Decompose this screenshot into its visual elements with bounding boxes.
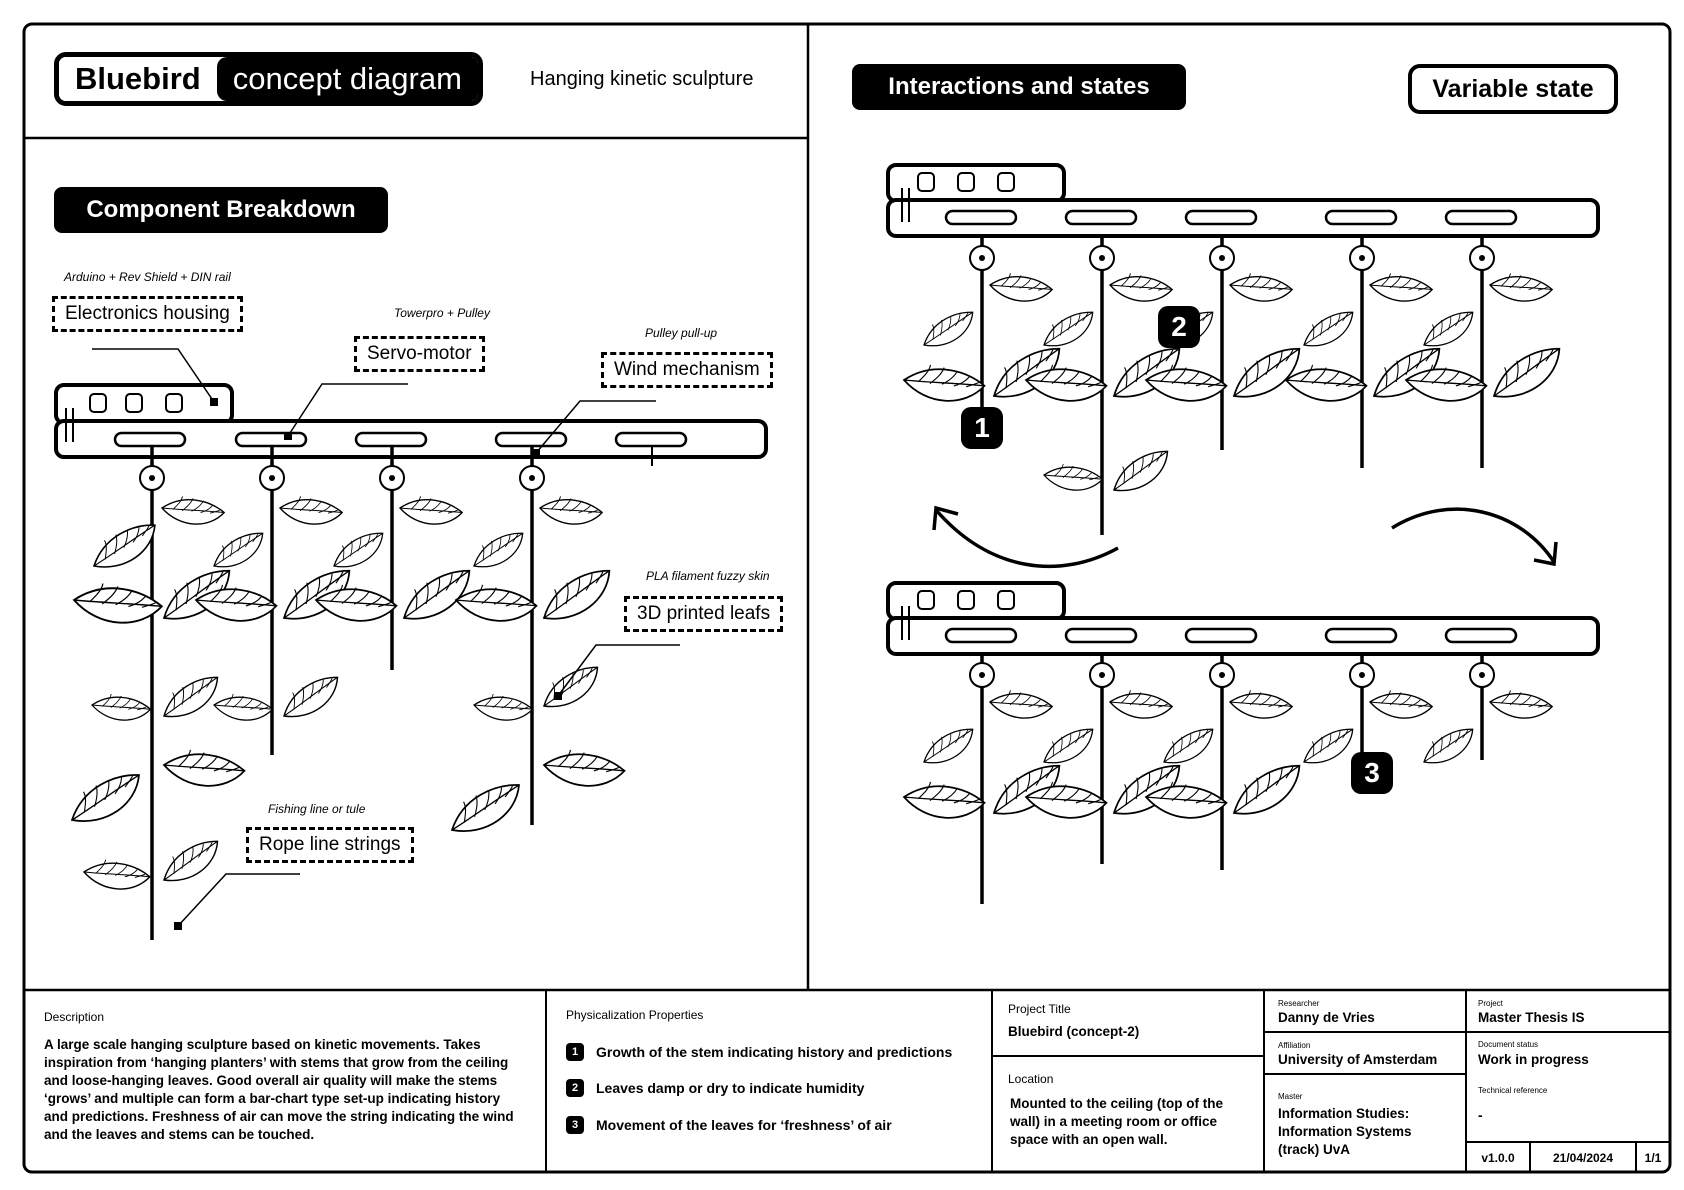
callout-wind-mechanism: Wind mechanism: [601, 352, 773, 388]
callout-electronics-housing: Electronics housing: [52, 296, 243, 332]
property-text: Growth of the stem indicating history an…: [596, 1044, 953, 1060]
property-number: 3: [566, 1116, 584, 1134]
callout-rope-line-strings: Rope line strings: [246, 827, 414, 863]
affiliation-label: Affiliation: [1278, 1041, 1311, 1050]
property-number: 2: [566, 1079, 584, 1097]
researcher: Danny de Vries: [1278, 1010, 1375, 1025]
badge-3: 3: [1351, 752, 1393, 794]
din-rail: [54, 419, 768, 459]
property-text: Leaves damp or dry to indicate humidity: [596, 1080, 865, 1096]
location-text: Mounted to the ceiling (top of the wall)…: [1010, 1096, 1223, 1147]
project: Master Thesis IS: [1478, 1010, 1585, 1025]
callout-note: PLA filament fuzzy skin: [646, 569, 770, 583]
arrow-left: [934, 508, 1119, 569]
techref-label: Technical reference: [1478, 1086, 1548, 1095]
pulley-slot: [113, 431, 187, 448]
property-text: Movement of the leaves for ‘freshness’ o…: [596, 1117, 892, 1133]
master: Information Studies: Information Systems…: [1278, 1106, 1412, 1157]
property-item: 3 Movement of the leaves for ‘freshness’…: [566, 1116, 892, 1134]
din-rail: [886, 616, 1600, 656]
electronics-box: [886, 581, 1066, 621]
researcher-label: Researcher: [1278, 999, 1320, 1008]
leader-lines: [92, 348, 680, 927]
affiliation: University of Amsterdam: [1278, 1052, 1438, 1067]
project-title: Bluebird (concept-2): [1008, 1024, 1140, 1039]
status-label: Document status: [1478, 1040, 1539, 1049]
callout-note: Fishing line or tule: [268, 802, 366, 816]
page-number: 1/1: [1644, 1151, 1662, 1165]
properties-label: Physicalization Properties: [566, 1008, 704, 1022]
callout-note: Pulley pull-up: [645, 326, 718, 340]
property-item: 1 Growth of the stem indicating history …: [566, 1043, 952, 1061]
footer-grid: [545, 990, 1670, 1172]
left-rail-assembly: [54, 348, 768, 940]
variable-state-label: Variable state: [1408, 64, 1618, 114]
cycle-arrows: [932, 505, 1558, 569]
arrow-right: [1391, 507, 1556, 563]
sheet-frame: [22, 22, 1672, 1174]
callout-3d-printed-leafs: 3D printed leafs: [624, 596, 784, 632]
project-title-label: Project Title: [1008, 1002, 1071, 1016]
stem-knobs: [139, 465, 545, 491]
state-bottom: [886, 581, 1600, 904]
stems: [150, 446, 534, 940]
document-subtitle: Hanging kinetic sculpture: [530, 68, 754, 90]
property-item: 2 Leaves damp or dry to indicate humidit…: [566, 1079, 864, 1097]
title-main: Bluebird: [59, 57, 217, 101]
interactions-heading: Interactions and states: [852, 64, 1186, 110]
callout-note: Arduino + Rev Shield + DIN rail: [64, 270, 231, 284]
location-label: Location: [1008, 1072, 1054, 1086]
document-status: Work in progress: [1478, 1052, 1589, 1067]
component-breakdown-heading: Component Breakdown: [54, 187, 388, 233]
description-label: Description: [44, 1010, 105, 1024]
leader-dots: [174, 398, 562, 930]
callout-note: Towerpro + Pulley: [394, 306, 490, 320]
din-rail: [886, 198, 1600, 238]
state-top: [886, 163, 1600, 535]
version: v1.0.0: [1481, 1151, 1515, 1165]
property-number: 1: [566, 1043, 584, 1061]
document-title: Bluebird concept diagram: [54, 52, 483, 106]
badge-1: 1: [961, 407, 1003, 449]
electronics-box: [886, 163, 1066, 203]
callout-servo-motor: Servo-motor: [354, 336, 485, 372]
master-label: Master: [1278, 1092, 1303, 1101]
title-sub: concept diagram: [216, 57, 478, 101]
project-label: Project: [1478, 999, 1503, 1008]
badge-2: 2: [1158, 306, 1200, 348]
technical-reference: -: [1478, 1108, 1483, 1123]
description-text: A large scale hanging sculpture based on…: [44, 1037, 514, 1142]
date: 21/04/2024: [1552, 1151, 1614, 1165]
